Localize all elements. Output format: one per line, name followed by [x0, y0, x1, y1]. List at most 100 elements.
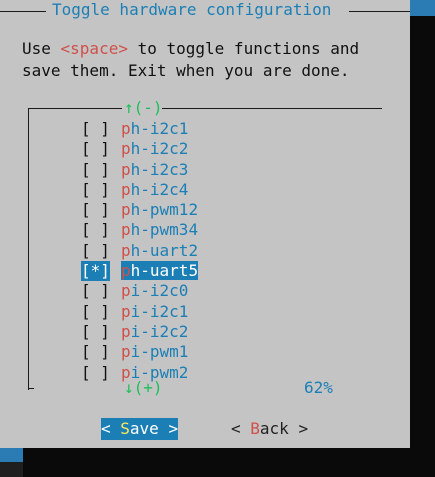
- item-label: ph-i2c3: [121, 160, 188, 179]
- checkbox[interactable]: [ ]: [81, 363, 121, 383]
- item-label-text: h-pwm12: [130, 200, 199, 220]
- item-label: pi-i2c0: [121, 281, 188, 300]
- item-label-text: h-pwm34: [130, 220, 199, 240]
- checkbox-mark: [ ]: [81, 281, 110, 301]
- back-button-hotkey: B: [250, 419, 260, 438]
- item-label-text: h-uart2: [130, 240, 199, 260]
- item-label: ph-pwm34: [121, 220, 198, 239]
- item-label: pi-pwm2: [121, 363, 188, 382]
- checklist-item[interactable]: [ ] ph-i2c3: [81, 160, 198, 180]
- checkbox-mark: [*]: [81, 261, 110, 282]
- checklist-item[interactable]: [ ] pi-i2c2: [81, 322, 198, 342]
- item-label-text: i-i2c1: [130, 301, 189, 321]
- checkbox-mark: [ ]: [81, 362, 110, 382]
- checklist-item[interactable]: [ ] ph-i2c1: [81, 119, 198, 139]
- dialog-prompt: Use <space> to toggle functions and save…: [22, 38, 402, 82]
- item-label: ph-pwm12: [121, 200, 198, 219]
- checkbox[interactable]: [ ]: [81, 281, 121, 301]
- scroll-down-indicator[interactable]: ↓(+): [124, 378, 163, 397]
- dialog-title: Toggle hardware configuration: [52, 0, 332, 19]
- checkbox-mark: [ ]: [81, 220, 110, 240]
- checklist-box: ↑(-) [ ]ph-i2c1[ ]ph-i2c2[ ]ph-i2c3[ ]ph…: [28, 98, 382, 397]
- checkbox-mark: [ ]: [81, 342, 110, 362]
- checklist-item[interactable]: [ ] ph-pwm34: [81, 220, 198, 240]
- function-list: [ ]ph-i2c1[ ]ph-i2c2[ ]ph-i2c3[ ]ph-i2c4…: [81, 119, 199, 383]
- item-label-hotkey: p: [121, 362, 131, 382]
- title-border-left: [0, 11, 46, 12]
- checklist-item[interactable]: [ ] pi-i2c0: [81, 281, 198, 301]
- checkbox-mark: [ ]: [81, 179, 110, 199]
- item-label-hotkey: p: [121, 220, 131, 240]
- prompt-text-a: Use: [22, 39, 61, 58]
- item-label: ph-i2c2: [121, 139, 188, 158]
- checklist-item[interactable]: [ ] ph-uart2: [81, 241, 198, 261]
- item-label: ph-uart5: [121, 261, 199, 281]
- back-button[interactable]: < Back >: [231, 418, 308, 440]
- item-label-text: h-i2c4: [130, 179, 189, 199]
- checkbox[interactable]: [*]: [81, 261, 121, 282]
- item-label-hotkey: p: [121, 342, 131, 362]
- checkbox[interactable]: [ ]: [81, 139, 121, 159]
- save-button-label: ave >: [129, 419, 179, 438]
- list-border-top-left: [28, 108, 122, 109]
- checkbox-mark: [ ]: [81, 119, 110, 138]
- item-label: pi-i2c2: [121, 322, 188, 341]
- dialog-title-bar: Toggle hardware configuration: [0, 0, 410, 24]
- item-label-hotkey: p: [121, 261, 131, 281]
- checkbox[interactable]: [ ]: [81, 342, 121, 362]
- prompt-text-b: to toggle functions and: [127, 39, 360, 58]
- checkbox[interactable]: [ ]: [81, 322, 121, 342]
- item-label-hotkey: p: [121, 200, 131, 220]
- back-button-prefix: <: [231, 419, 251, 438]
- item-label-hotkey: p: [121, 321, 131, 341]
- item-label-hotkey: p: [121, 139, 131, 159]
- checkbox[interactable]: [ ]: [81, 200, 121, 220]
- save-button[interactable]: < Save >: [101, 418, 179, 440]
- checkbox-mark: [ ]: [81, 159, 110, 179]
- item-label-hotkey: p: [121, 119, 131, 138]
- checklist-item[interactable]: [ ]pi-i2c1: [81, 302, 198, 322]
- title-border-right: [349, 11, 410, 12]
- checklist-item[interactable]: [ ] ph-i2c2: [81, 139, 198, 159]
- checklist-item[interactable]: [ ] ph-i2c4: [81, 180, 198, 200]
- item-label-text: h-i2c1: [130, 119, 189, 138]
- list-border-bottom: [28, 388, 34, 389]
- dialog-buttons: < Save > < Back >: [0, 418, 410, 440]
- checkbox[interactable]: [ ]: [81, 160, 121, 180]
- checklist-item[interactable]: [*] ph-uart5: [81, 261, 199, 282]
- scroll-percent: 62%: [304, 378, 333, 397]
- checklist-item[interactable]: [ ] ph-pwm12: [81, 200, 198, 220]
- checklist-item[interactable]: [ ] pi-pwm2: [81, 363, 198, 383]
- prompt-text-line2: save them. Exit when you are done.: [22, 61, 350, 80]
- checkbox[interactable]: [ ]: [81, 180, 121, 200]
- list-border-left: [28, 108, 29, 390]
- item-label-hotkey: p: [121, 159, 131, 179]
- scroll-up-indicator[interactable]: ↑(-): [124, 98, 163, 117]
- item-label-hotkey: p: [121, 240, 131, 260]
- item-label-text: i-pwm1: [130, 342, 189, 362]
- item-label-text: i-pwm2: [130, 362, 189, 382]
- checkbox-mark: [ ]: [81, 200, 110, 220]
- item-label: ph-uart2: [121, 241, 198, 260]
- checkbox[interactable]: [ ]: [81, 302, 121, 322]
- item-label-hotkey: p: [121, 179, 131, 199]
- item-label: ph-i2c1: [121, 119, 188, 138]
- checkbox[interactable]: [ ]: [81, 220, 121, 240]
- checkbox-mark: [ ]: [81, 321, 110, 341]
- checklist-item[interactable]: [ ] pi-pwm1: [81, 342, 198, 362]
- item-label-text: h-i2c2: [130, 139, 189, 159]
- checkbox[interactable]: [ ]: [81, 119, 121, 139]
- toggle-hardware-dialog: Toggle hardware configuration Use <space…: [0, 0, 410, 448]
- checkbox-mark: [ ]: [81, 240, 110, 260]
- item-label-text: h-i2c3: [130, 159, 189, 179]
- checkbox-mark: [ ]: [81, 301, 110, 321]
- checkbox-mark: [ ]: [81, 139, 110, 159]
- list-border-top-right: [162, 108, 382, 109]
- save-button-prefix: <: [101, 419, 121, 438]
- item-label-text: i-i2c2: [130, 321, 189, 341]
- item-label: ph-i2c4: [121, 180, 188, 199]
- back-button-label: ack >: [259, 419, 309, 438]
- checkbox[interactable]: [ ]: [81, 241, 121, 261]
- item-label-text: h-uart5: [130, 261, 199, 281]
